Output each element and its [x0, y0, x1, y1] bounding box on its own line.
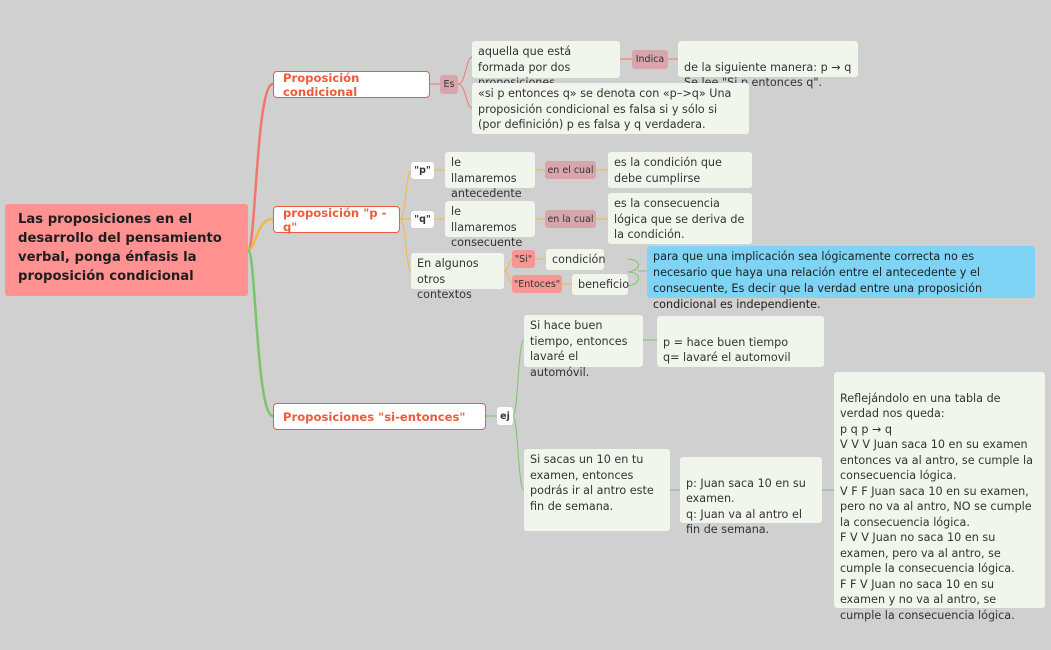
topic-proposicion-p-q[interactable]: proposición "p - q" [273, 205, 400, 234]
condicion-card[interactable]: es la condición que debe cumplirse [608, 152, 752, 188]
beneficio-label[interactable]: beneficio [572, 274, 629, 295]
tag-entonces[interactable]: "Entoces" [512, 275, 562, 293]
connector-en-el-cual[interactable]: en el cual [545, 161, 596, 179]
definition-card[interactable]: aquella que está formada por dos proposi… [472, 41, 620, 89]
example-2-card[interactable]: Si sacas un 10 en tu examen, entonces po… [524, 449, 670, 531]
connector-es[interactable]: Es [440, 75, 458, 94]
root-title: Las proposiciones en el desarrollo del p… [18, 212, 222, 284]
topic-proposiciones-si-entonces[interactable]: Proposiciones "si-entonces" [273, 403, 486, 430]
consecuente-card[interactable]: le llamaremos consecuente [445, 201, 535, 249]
antecedente-card[interactable]: le llamaremos antecedente [445, 152, 535, 200]
truth-table-card[interactable]: Reflejándolo en una tabla de verdad nos … [834, 372, 1045, 622]
example-1-card[interactable]: Si hace buen tiempo, entonces lavaré el … [524, 315, 643, 379]
example-2-detail[interactable]: p: Juan saca 10 en su examen. q: Juan va… [680, 457, 822, 536]
topic-title: proposición "p - q" [283, 205, 387, 234]
tag-si[interactable]: "Si" [512, 250, 535, 268]
falsity-card[interactable]: «si p entonces q» se denota con «p–>q» U… [472, 83, 749, 134]
root-topic[interactable]: Las proposiciones en el desarrollo del p… [5, 204, 248, 296]
topic-proposicion-condicional[interactable]: Proposición condicional [273, 70, 430, 99]
connector-ej[interactable]: ej [497, 407, 513, 425]
tag-q[interactable]: "q" [411, 211, 434, 228]
example-1-detail[interactable]: p = hace buen tiempo q= lavaré el automo… [657, 316, 824, 367]
topic-title: Proposición condicional [283, 70, 360, 99]
condicion-label[interactable]: condición [546, 249, 606, 270]
connector-en-la-cual[interactable]: en la cual [545, 210, 596, 228]
notation-card[interactable]: de la siguiente manera: p → q Se lee "Si… [678, 41, 858, 89]
independence-note[interactable]: para que una implicación sea lógicamente… [647, 246, 1035, 311]
consecuencia-card[interactable]: es la consecuencia lógica que se deriva … [608, 193, 752, 244]
topic-title: Proposiciones "si-entonces" [283, 409, 466, 424]
tag-p[interactable]: "p" [411, 162, 434, 179]
contexts-card[interactable]: En algunos otros contextos [411, 253, 504, 301]
connector-indica[interactable]: Indica [632, 50, 668, 69]
